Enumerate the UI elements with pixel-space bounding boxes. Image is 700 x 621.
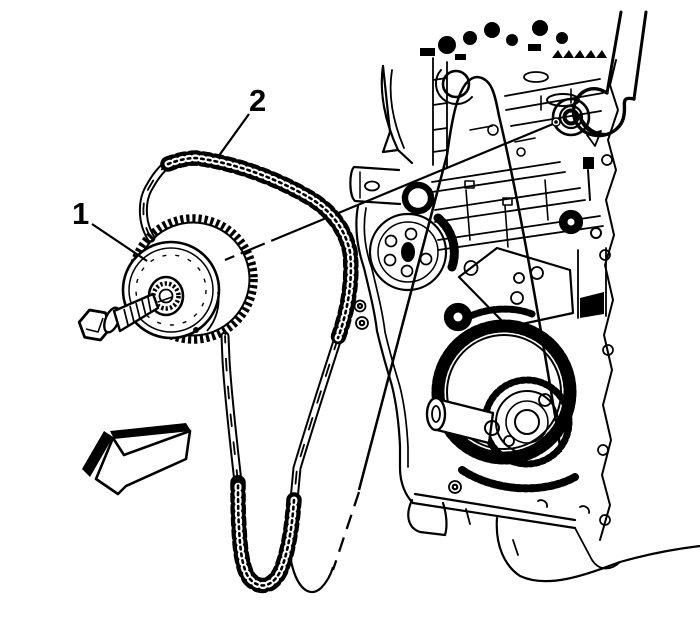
chain-link-run-bottom [230, 474, 302, 594]
chain-smooth-segments [138, 159, 343, 505]
cam-cover-hardware [420, 20, 607, 60]
callout-2: 2 [217, 83, 266, 158]
chain-link-run-top [160, 150, 359, 346]
sprocket-bolt [77, 292, 173, 342]
wrench-tool [571, 10, 648, 138]
callout-1: 1 [72, 196, 148, 262]
callout-1-label: 1 [72, 196, 89, 231]
callout-1-leader [91, 223, 148, 262]
callout-2-label: 2 [249, 83, 266, 118]
callout-2-leader [217, 113, 250, 158]
direction-arrow-icon [82, 423, 192, 496]
crankshaft-sprocket [121, 214, 258, 344]
sprocket-axis-centerline [224, 117, 561, 262]
timing-chain [138, 150, 359, 594]
guide-loop-line [288, 75, 563, 594]
engine-block-drawing [349, 10, 700, 583]
